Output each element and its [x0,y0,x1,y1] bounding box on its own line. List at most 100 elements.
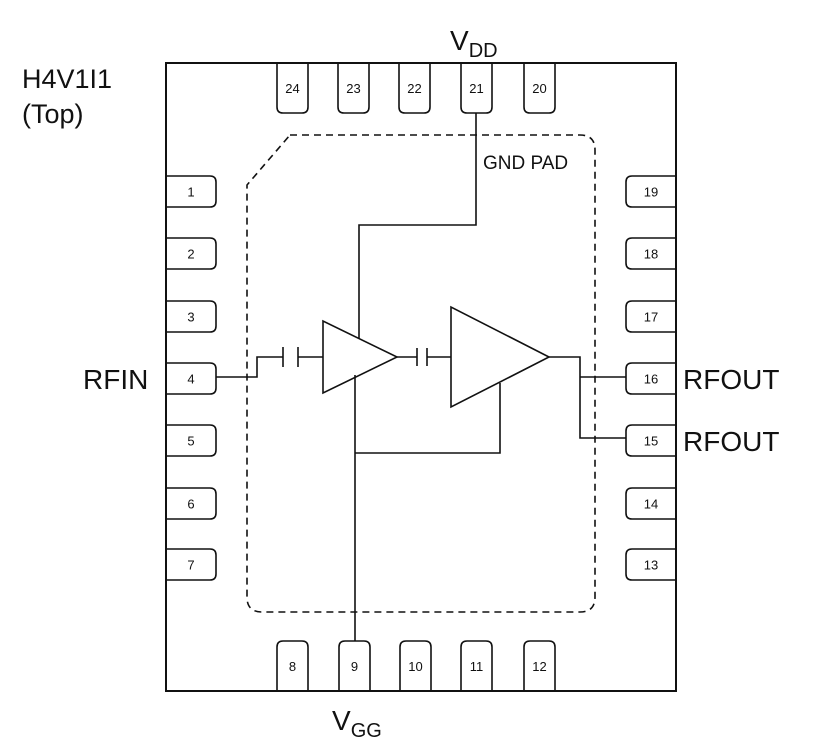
pin-number-label: 17 [644,310,658,325]
pin-pad-fill [166,301,216,332]
pin-pad-outline [337,63,370,114]
pin-5: 5 [166,424,217,457]
pin-number-label: 24 [285,81,299,96]
pin-9: 9 [338,640,371,691]
pin-number-label: 16 [644,372,658,387]
pin-number-label: 1 [187,185,194,200]
pin-number-label: 12 [532,659,546,674]
pin-pad-outline [523,63,556,114]
pin-pad-fill [461,641,492,691]
pin-4: 4 [166,362,217,395]
rfout-trace [549,356,626,439]
pin-pad-fill [524,63,555,113]
pin-pad-fill [166,238,216,269]
pin-pad-outline [166,362,217,395]
pin-number-label: 7 [187,558,194,573]
pin-15: 15 [625,424,676,457]
pin-17: 17 [625,300,676,333]
pin-pad-fill [277,63,308,113]
pin-pad-outline [166,237,217,270]
vdd-trace [358,113,477,339]
pin-pad-fill [277,641,308,691]
pin-21: 21 [460,63,493,114]
pin-number-label: 6 [187,497,194,512]
rfin-label: RFIN [83,364,148,395]
pin-pad-outline [625,424,676,457]
pin-24: 24 [276,63,309,114]
pin-number-label: 13 [644,558,658,573]
pin-pad-fill [339,641,370,691]
rfin-trace [216,356,283,378]
pin-22: 22 [398,63,431,114]
pin-7: 7 [166,548,217,581]
pin-pad-fill [524,641,555,691]
pin-pad-outline [523,640,556,691]
pin-pad-fill [166,425,216,456]
pin-pad-outline [398,63,431,114]
pin-pad-fill [166,363,216,394]
rfout-15-label: RFOUT [683,426,779,457]
vdd-label: VDD [450,25,498,62]
pin-pad-fill [626,363,676,394]
pin-pad-outline [166,424,217,457]
pin-pad-outline [166,548,217,581]
pin-number-label: 23 [346,81,360,96]
pin-pad-fill [399,63,430,113]
pin-pad-fill [461,63,492,113]
pin-number-label: 2 [187,247,194,262]
vdd-label-main: V [450,25,469,56]
package-outline-overlay [165,62,677,692]
pin-pad-outline [625,548,676,581]
vgg-label-sub: GG [351,720,382,742]
pin-pad-fill [166,488,216,519]
pin-16: 16 [625,362,676,395]
pin-10: 10 [399,640,432,691]
pin-number-label: 8 [289,659,296,674]
gnd-pad-outline [246,134,596,613]
pin-pad-fill [626,238,676,269]
pin-number-label: 5 [187,434,194,449]
pin-number-label: 15 [644,434,658,449]
pin-pad-outline [166,300,217,333]
vgg-label: VGG [332,705,382,742]
vdd-label-sub: DD [469,40,498,62]
pin-number-label: 22 [407,81,421,96]
pin-20: 20 [523,63,556,114]
pin-13: 13 [625,548,676,581]
pin-pad-outline [625,487,676,520]
pin-number-label: 3 [187,310,194,325]
gnd-pad-label: GND PAD [483,153,568,174]
pin-pad-fill [626,488,676,519]
pin-pad-fill [626,301,676,332]
pin-pad-outline [399,640,432,691]
part-number-label: H4V1I1 [22,64,112,94]
rfout-16-label: RFOUT [683,364,779,395]
pin-6: 6 [166,487,217,520]
pin-number-label: 18 [644,247,658,262]
pin-number-label: 19 [644,185,658,200]
vgg-bias-branch [355,383,501,454]
pin-pad-outline [625,175,676,208]
pin-number-label: 10 [408,659,422,674]
pin-pad-fill [338,63,369,113]
pin-pad-fill [400,641,431,691]
pin-pad-fill [626,549,676,580]
pin-number-label: 4 [187,372,194,387]
vgg-label-main: V [332,705,351,736]
pin-pad-outline [276,63,309,114]
pin-pad-fill [166,176,216,207]
pin-pad-outline [625,237,676,270]
pin-pad-outline [166,175,217,208]
pin-pad-fill [626,425,676,456]
pin-11: 11 [460,640,493,691]
pin-pad-outline [625,300,676,333]
pin-number-label: 20 [532,81,546,96]
pin-3: 3 [166,300,217,333]
pin-8: 8 [276,640,309,691]
pin-1: 1 [166,175,217,208]
pin-pad-fill [626,176,676,207]
pin-12: 12 [523,640,556,691]
amplifier-stage-1 [322,319,399,395]
